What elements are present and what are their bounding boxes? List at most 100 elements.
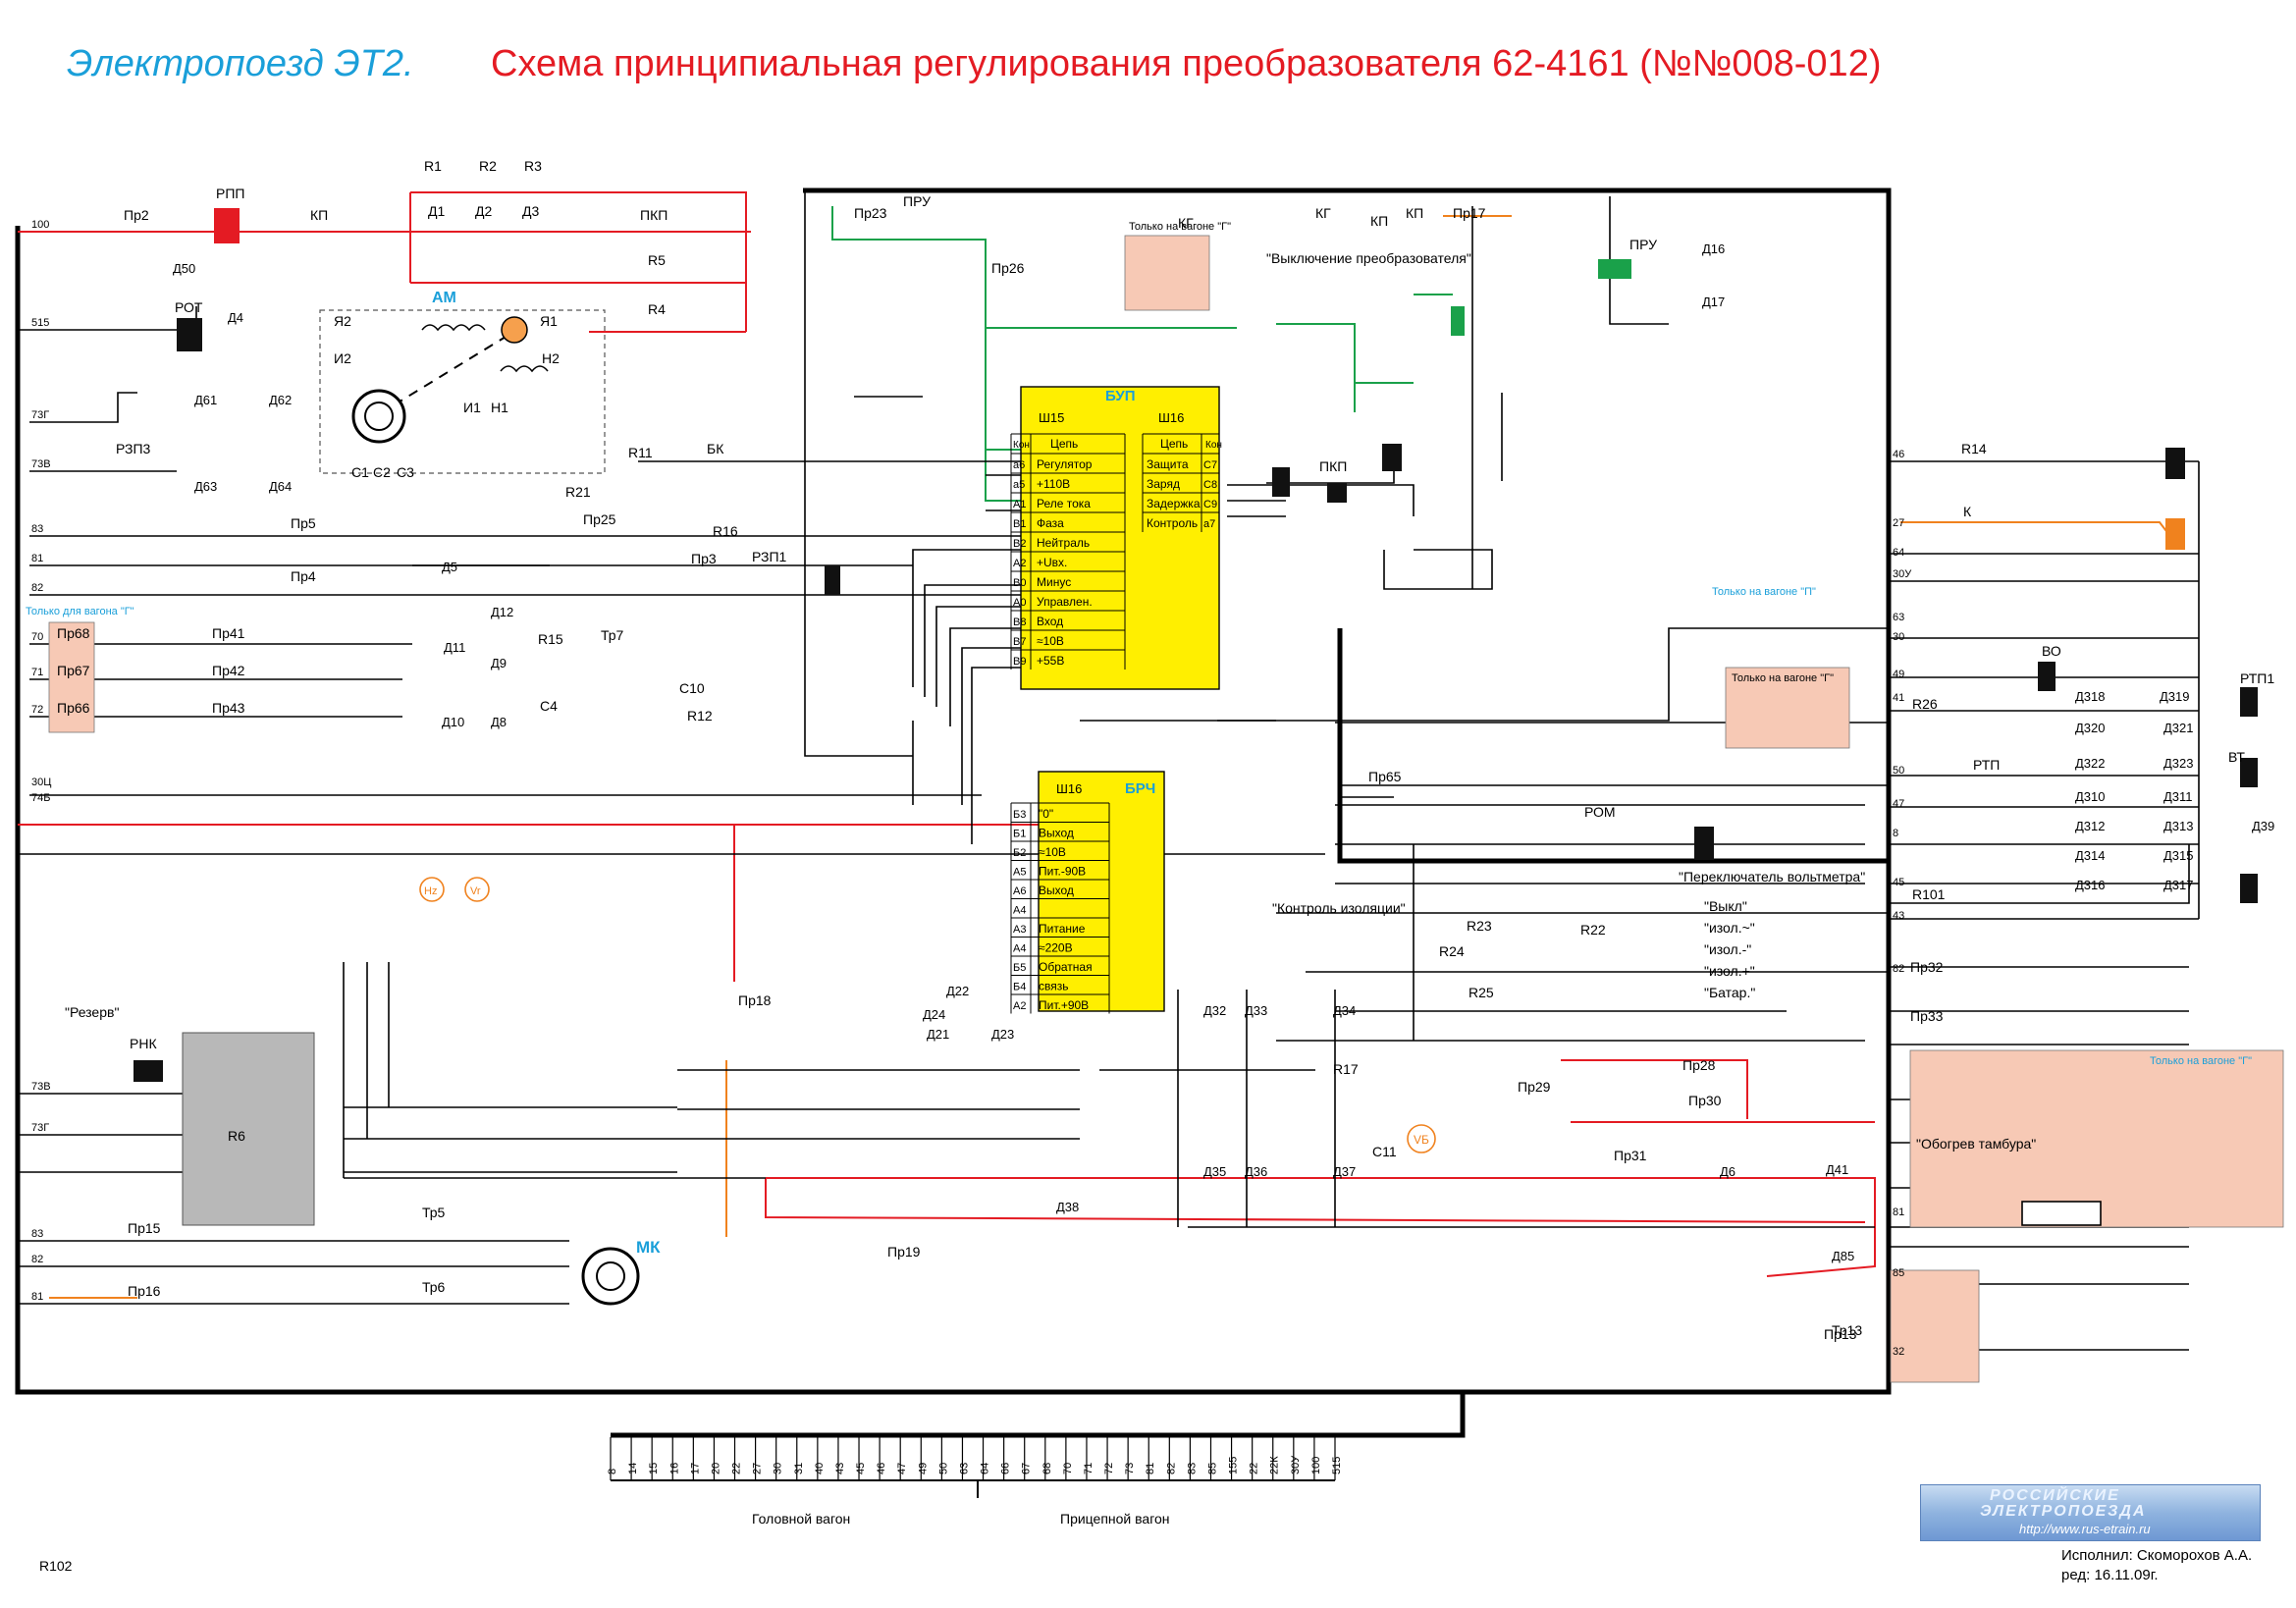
left-wire-number: 515 [31, 317, 49, 329]
rnk-relay-box [182, 1032, 315, 1226]
brch-signal: Выход [1039, 884, 1074, 897]
relay-label: ПКП [1319, 458, 1347, 474]
comb-wire-number: 17 [689, 1463, 701, 1474]
voltmeter-icon [1407, 1124, 1436, 1153]
diode-label: Д64 [269, 479, 292, 494]
kg-relay-icon [825, 565, 840, 595]
ш23-note-region [1890, 1269, 1980, 1383]
top-row-label: Д3 [522, 203, 539, 219]
left-wire-number: 81 [31, 1291, 43, 1303]
comb-wire-number: 70 [1062, 1463, 1074, 1474]
resistor-label: R11 [628, 445, 653, 460]
note-switch-off: "Выключение преобразователя" [1266, 250, 1471, 266]
relay-label: Тр6 [422, 1279, 446, 1295]
kp-relay-icon [1451, 306, 1465, 336]
machine-terminal-label: И2 [334, 350, 351, 366]
top-row-label: Д1 [428, 203, 445, 219]
comb-wire-number: 46 [876, 1463, 887, 1474]
comb-wire-number: 71 [1083, 1463, 1095, 1474]
fuse-label: Пр41 [212, 625, 245, 641]
brch-connector: Ш16 [1056, 781, 1082, 796]
rom-relay-icon [1694, 827, 1714, 860]
fuse-note-region [48, 621, 95, 733]
top-row-label: ПКП [640, 207, 667, 223]
diode-label: Д23 [991, 1027, 1014, 1042]
fuse-label: Пр30 [1688, 1093, 1722, 1108]
voltmeter-position-label: "изол.-" [1704, 941, 1751, 957]
top-row-label: КГ [1315, 205, 1331, 221]
diode-label: Д37 [1333, 1164, 1356, 1179]
bup-block [1020, 386, 1220, 690]
fuse-label: Пр31 [1614, 1148, 1647, 1163]
resistor-label: R14 [1961, 441, 1987, 456]
bup-title: БУП [1105, 388, 1136, 404]
brch-block [1038, 771, 1165, 1012]
bup-header-cell: Кон [1013, 440, 1030, 451]
brch-pin: А3 [1013, 924, 1026, 936]
diode-label: Д16 [1702, 241, 1725, 256]
relay-label: РТП1 [2240, 670, 2274, 686]
resistor-label: R12 [687, 708, 713, 724]
bup-left-pin: А1 [1013, 499, 1026, 510]
note-only-g: Только на вагоне "Г" [1129, 221, 1231, 233]
diode-label: Д317 [2163, 878, 2194, 892]
bup-left-pin: А2 [1013, 558, 1026, 569]
train-lines [831, 206, 1453, 502]
top-row-label: Д2 [475, 203, 492, 219]
relay-label: Тр5 [422, 1205, 446, 1220]
bup-left-signal: Регулятор [1037, 457, 1093, 471]
resistor-label: R6 [228, 1128, 245, 1144]
brch-signal: "0" [1039, 807, 1053, 821]
diode-label: Д62 [269, 393, 292, 407]
bup-left-signal: Управлен. [1037, 595, 1093, 609]
relay-label: БК [707, 441, 724, 456]
left-wire-number: 30Ц [31, 777, 51, 788]
comb-wire-number: 43 [834, 1463, 846, 1474]
vr-meter-icon [464, 877, 490, 902]
comb-wire-number: 40 [814, 1463, 826, 1474]
left-wire-number: 100 [31, 219, 49, 231]
left-wire-number: 83 [31, 523, 43, 535]
top-row-label: КП [1406, 205, 1423, 221]
relay-label: РНК [130, 1036, 157, 1051]
note-only-g-small: Только для вагона "Г" [26, 606, 134, 617]
top-row-label: ПРУ [903, 193, 931, 209]
brch-pin: А2 [1013, 1000, 1026, 1012]
comb-wire-number: 83 [1186, 1463, 1198, 1474]
diode-label: Д32 [1203, 1003, 1226, 1018]
brch-pin: А5 [1013, 867, 1026, 879]
fuse-label: Пр67 [57, 663, 90, 678]
comb-wire-number: 155 [1228, 1457, 1240, 1474]
bup-right-pin: С7 [1203, 459, 1217, 471]
brch-signal: Выход [1039, 827, 1074, 840]
left-wire-number: 82 [31, 582, 43, 594]
rpp-relay-icon [214, 208, 240, 243]
diode-label: Д12 [491, 605, 513, 619]
right-wire-number: 41 [1893, 692, 1904, 704]
note-only-g-3: Только на вагоне "Г" [2150, 1055, 2252, 1067]
diode-label: Д41 [1826, 1162, 1848, 1177]
diode-label: Д4 [228, 310, 243, 325]
diode-label: Д314 [2075, 848, 2106, 863]
relay-label: КГ [1178, 215, 1194, 231]
comb-wire-number: 64 [980, 1463, 991, 1474]
right-wire-number: 63 [1893, 612, 1904, 623]
top-row-label: R1 [424, 158, 442, 174]
comb-wire-number: 515 [1331, 1457, 1343, 1474]
rnk-relay-icon [133, 1060, 163, 1082]
diode-label: Д50 [173, 261, 195, 276]
bup-left-pin: В1 [1013, 518, 1026, 530]
bup-left-pin: В0 [1013, 577, 1026, 589]
top-row-label: Пр23 [854, 205, 887, 221]
diode-label: Д323 [2163, 756, 2194, 771]
k-relay-icon [2165, 518, 2185, 550]
comb-wire-number: 50 [937, 1463, 949, 1474]
machine-terminal-label: Я1 [540, 313, 558, 329]
note-voltmeter: "Переключатель вольтметра" [1679, 869, 1865, 884]
bup-left-signal: Нейтраль [1037, 536, 1090, 550]
bup-left-pin: В2 [1013, 538, 1026, 550]
heater-note-region [1909, 1049, 2284, 1228]
